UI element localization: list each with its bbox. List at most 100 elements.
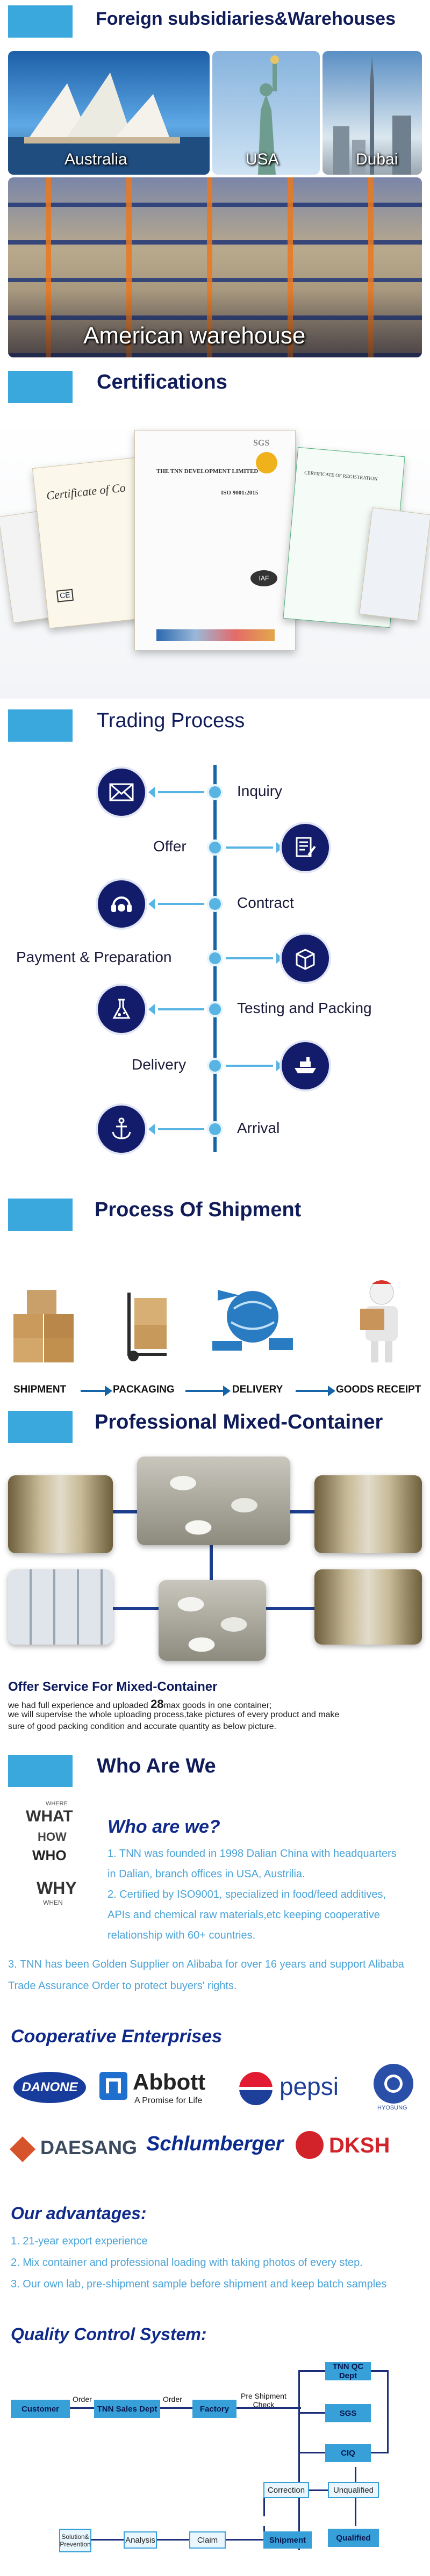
qc-preshipment-check: Pre Shipment Check — [241, 2392, 286, 2409]
anchor-icon — [96, 1103, 147, 1155]
arrow-offer — [226, 842, 283, 853]
shipment-arrow — [185, 1386, 231, 1396]
section-title: Certifications — [97, 371, 227, 393]
qc-flowchart: Customer Order TNN Sales Dept Order Fact… — [0, 2354, 430, 2576]
arrow-delivery — [226, 1060, 283, 1071]
courier-illustration — [344, 1276, 419, 1365]
section-tab — [8, 1755, 73, 1787]
arrow-testing — [148, 1004, 204, 1015]
step-delivery: Delivery — [132, 1056, 187, 1073]
qc-heading: Quality Control System: — [11, 2324, 207, 2344]
timeline-dot — [207, 950, 223, 966]
section-header-trading: Trading Process — [0, 704, 430, 747]
photo-bags — [137, 1456, 290, 1545]
schlumberger-logo: Schlumberger — [146, 2133, 284, 2155]
danone-logo: DANONE — [13, 2072, 86, 2103]
step-testing: Testing and Packing — [237, 1000, 372, 1016]
statue-of-liberty-illustration — [258, 55, 279, 175]
timeline-dot — [207, 1121, 223, 1137]
certificates-area: Certificate of Co CE THE TNN DEVELOPMENT… — [0, 419, 430, 699]
qc-correction: Correction — [263, 2482, 309, 2498]
box-icon — [280, 932, 331, 984]
photo-pallets — [159, 1580, 266, 1661]
photo-container-interior — [314, 1475, 422, 1553]
arrow-inquiry — [148, 787, 204, 798]
question-word-cloud: WHERE WHAT HOW WHO WHY WHEN — [26, 1800, 77, 1906]
lab-flask-icon — [96, 984, 147, 1035]
certificate-center-standard: ISO 9001:2015 — [221, 490, 259, 496]
shipment-step-packaging: PACKAGING — [113, 1384, 175, 1395]
qc-customer: Customer — [11, 2400, 70, 2418]
photo-drums — [8, 1569, 113, 1645]
section-tab — [8, 5, 73, 38]
mail-icon — [96, 766, 147, 818]
daesang-logo: DAESANG — [40, 2136, 138, 2158]
certificate-right-title: CERTIFICATE OF REGISTRATION — [304, 470, 378, 482]
step-inquiry: Inquiry — [237, 783, 283, 799]
ship-icon — [280, 1040, 331, 1092]
step-payment: Payment & Preparation — [16, 949, 172, 965]
qc-tnn-qc-dept: TNN QC Dept — [325, 2362, 371, 2380]
qc-order-label-2: Order — [163, 2395, 182, 2403]
section-tab — [8, 709, 73, 742]
mixed-container-collage — [0, 1456, 430, 1682]
boxes-illustration — [11, 1282, 81, 1362]
qc-sgs: SGS — [325, 2404, 371, 2422]
section-title: Foreign subsidiaries&Warehouses — [96, 9, 396, 29]
arrow-payment — [226, 953, 283, 964]
section-header-who: Who Are We — [0, 1749, 430, 1792]
hyosung-icon — [374, 2064, 413, 2104]
timeline-dot — [207, 1001, 223, 1017]
sgs-mark: SGS — [253, 439, 270, 448]
hand-truck-illustration — [113, 1287, 177, 1362]
advantage-item: 3. Our own lab, pre-shipment sample befo… — [11, 2278, 387, 2290]
timeline-dot — [207, 839, 223, 856]
advantage-item: 1. 21-year export experience — [11, 2235, 148, 2247]
document-pen-icon — [280, 822, 331, 873]
shipment-arrow — [296, 1386, 335, 1396]
qc-claim: Claim — [189, 2531, 226, 2549]
who-heading: Who are we? — [108, 1817, 220, 1837]
who-paragraph-3: 3. TNN has been Golden Supplier on Aliba… — [8, 1958, 404, 1992]
certificate-center-company: THE TNN DEVELOPMENT LIMITED — [156, 468, 259, 475]
section-header-shipment: Process Of Shipment — [0, 1193, 430, 1236]
step-arrival: Arrival — [237, 1120, 280, 1136]
photo-container-loaded — [8, 1475, 113, 1553]
photo-dubai: Dubai — [322, 51, 422, 175]
label-dubai: Dubai — [356, 150, 398, 168]
section-tab — [8, 1411, 73, 1443]
arrow-arrival — [148, 1124, 204, 1135]
abbott-tagline: A Promise for Life — [134, 2096, 203, 2105]
section-title: Who Are We — [97, 1755, 216, 1777]
section-header-certifications: Certifications — [0, 365, 430, 408]
mixed-line1: we had full experience and uploaded 28ma… — [8, 1697, 272, 1711]
timeline-dot — [207, 1058, 223, 1074]
pepsi-globe-icon — [239, 2072, 273, 2105]
section-title: Trading Process — [97, 709, 245, 732]
qc-order-label-1: Order — [73, 2395, 92, 2403]
qc-solution-prevention: Solution& Prevention — [59, 2529, 91, 2552]
qc-ciq: CIQ — [325, 2444, 371, 2462]
hyosung-logo: HYOSUNG — [377, 2105, 407, 2111]
shipment-arrow — [81, 1386, 112, 1396]
photo-usa: USA — [212, 51, 320, 175]
certificate-far-right — [359, 507, 430, 621]
pepsi-logo: pepsi — [280, 2072, 339, 2100]
dksh-logo: DKSH — [329, 2134, 390, 2157]
abbott-icon — [99, 2072, 127, 2100]
certificate-left-title: Certificate of Co — [46, 480, 126, 503]
shipment-step-shipment: SHIPMENT — [13, 1384, 67, 1395]
advantage-item: 2. Mix container and professional loadin… — [11, 2257, 363, 2269]
advantages-list: 1. 21-year export experience 2. Mix cont… — [11, 2230, 386, 2295]
section-header-foreign: Foreign subsidiaries&Warehouses — [0, 0, 430, 43]
daesang-icon — [9, 2136, 36, 2163]
headset-icon — [96, 878, 147, 930]
opera-house-illustration — [8, 73, 210, 175]
cooperative-heading: Cooperative Enterprises — [11, 2026, 223, 2047]
abbott-logo: Abbott — [133, 2069, 206, 2094]
advantages-heading: Our advantages: — [11, 2204, 147, 2223]
qc-unqualified: Unqualified — [328, 2482, 379, 2498]
section-header-mixed: Professional Mixed-Container — [0, 1405, 430, 1448]
section-title: Process Of Shipment — [95, 1199, 302, 1221]
iaf-logo: IAF — [250, 570, 277, 586]
